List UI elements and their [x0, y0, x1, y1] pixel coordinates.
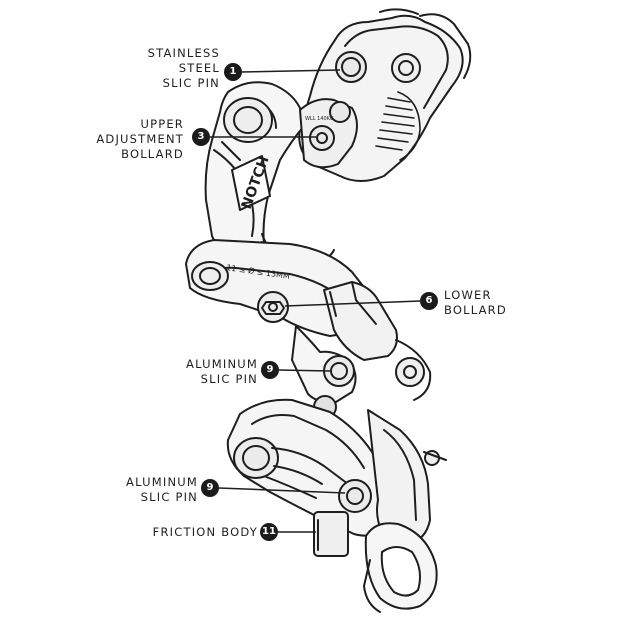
callout-line: SLIC PIN [140, 490, 198, 504]
callout-line: BOLLARD [121, 147, 184, 161]
callout-line: UPPER [140, 117, 184, 131]
callout-label-upper-adjustment-bollard: UPPER ADJUSTMENT BOLLARD [84, 117, 184, 162]
friction-body [313, 511, 349, 557]
callout-badge-6: 6 [420, 292, 438, 310]
callout-label-stainless-slic-pin: STAINLESS STEEL SLIC PIN [120, 46, 220, 91]
callout-line: SLIC PIN [162, 76, 220, 90]
callout-line: ALUMINUM [126, 475, 198, 489]
callout-line: ADJUSTMENT [96, 132, 184, 146]
callout-badge-11: 11 [260, 523, 278, 541]
cam-teeth [375, 91, 421, 161]
callout-label-lower-bollard: LOWER BOLLARD [444, 288, 544, 318]
callout-label-aluminum-slic-pin-upper: ALUMINUM SLIC PIN [158, 357, 258, 387]
callout-badge-9-lower: 9 [201, 479, 219, 497]
callout-line: ALUMINUM [186, 357, 258, 371]
callout-line: SLIC PIN [200, 372, 258, 386]
callout-line: BOLLARD [444, 303, 507, 317]
callout-label-aluminum-slic-pin-lower: ALUMINUM SLIC PIN [98, 475, 198, 505]
callout-line: STEEL [178, 61, 220, 75]
callout-line: LOWER [444, 288, 492, 302]
callout-line: FRICTION BODY [152, 525, 258, 539]
callout-badge-3: 3 [192, 128, 210, 146]
small-marking: WLL 140KG [305, 116, 334, 122]
callout-badge-9-upper: 9 [261, 361, 279, 379]
upper-adjustment-bollard [223, 97, 273, 143]
aluminum-slic-pin-lower [338, 479, 372, 513]
callout-badge-1: 1 [224, 63, 242, 81]
callout-line: STAINLESS [147, 46, 220, 60]
stainless-slic-pin [335, 51, 367, 83]
callout-label-friction-body: FRICTION BODY [110, 525, 258, 540]
